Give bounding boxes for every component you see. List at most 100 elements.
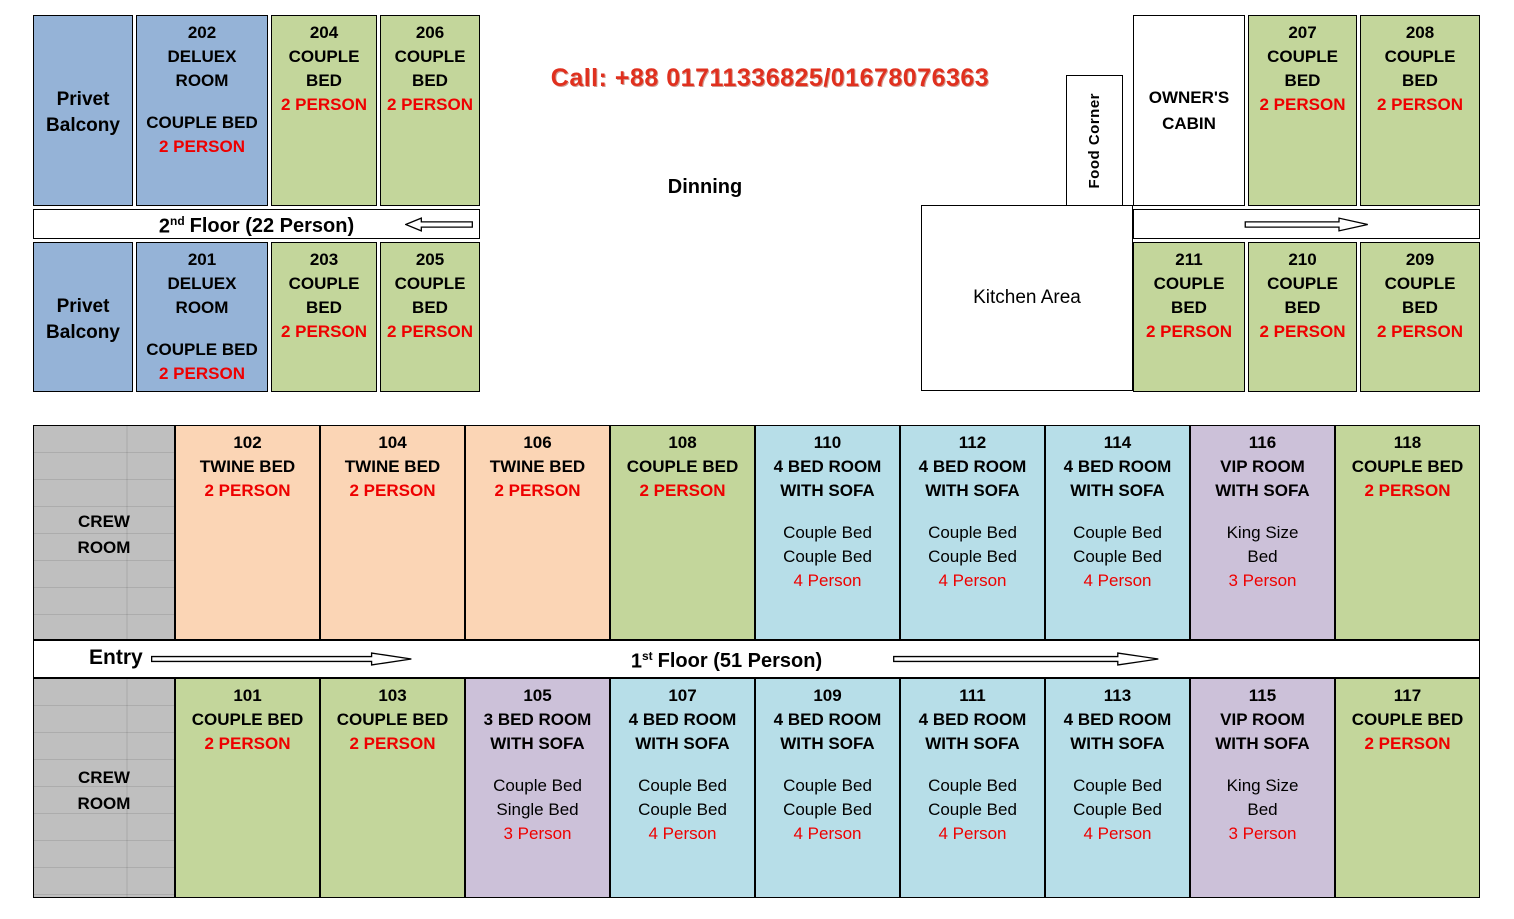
room-capacity: 2 PERSON — [349, 734, 436, 753]
room-capacity: 2 PERSON — [1364, 481, 1451, 500]
entry-label: Entry — [89, 646, 143, 669]
room-line: DELUEX — [167, 47, 237, 66]
room-line: BED — [1171, 298, 1207, 317]
room-line: VIP ROOM — [1220, 457, 1305, 476]
room-spacer — [756, 756, 899, 774]
room-line: WITH SOFA — [925, 734, 1020, 753]
room-number: 111 — [959, 686, 986, 705]
room-capacity: 2 PERSON — [1259, 322, 1346, 341]
room-number: 110 — [813, 433, 842, 452]
room-capacity: 2 PERSON — [387, 322, 473, 341]
room-capacity: 4 Person — [793, 571, 862, 590]
first-floor-arrow-icon — [891, 652, 1161, 666]
room-spacer — [137, 93, 267, 111]
room-line: WITH SOFA — [490, 734, 585, 753]
privet-balcony-bottom-label: Privet Balcony — [46, 295, 120, 343]
room-line: COUPLE — [1267, 274, 1338, 293]
room-line: WITH SOFA — [1215, 734, 1310, 753]
room-capacity: 2 PERSON — [159, 137, 245, 156]
call-label: Call: +88 01711336825/01678076363 — [480, 64, 1060, 93]
second-floor-banner-right — [1133, 209, 1480, 239]
room-number: 115 — [1248, 686, 1277, 705]
room-number: 114 — [1103, 433, 1132, 452]
room-line: WITH SOFA — [1070, 734, 1165, 753]
room-line: King Size — [1226, 523, 1299, 542]
food-corner-label: Food Corner — [1086, 92, 1103, 189]
room-line: Couple Bed — [1073, 800, 1162, 819]
room-line: COUPLE BED — [1351, 710, 1464, 729]
room-capacity: 2 PERSON — [1377, 322, 1463, 341]
owners-cabin-label: OWNER'S CABIN — [1148, 87, 1230, 133]
room-line: WITH SOFA — [1215, 481, 1310, 500]
room-line: ROOM — [175, 298, 229, 317]
room-line: WITH SOFA — [1070, 481, 1165, 500]
room-spacer — [1191, 756, 1334, 774]
room-line: COUPLE — [1384, 274, 1456, 293]
room-line: COUPLE BED — [191, 710, 304, 729]
room-line: Couple Bed — [493, 776, 582, 795]
room-line: 4 BED ROOM — [773, 457, 882, 476]
room-capacity: 2 PERSON — [1259, 95, 1346, 114]
room-number: 101 — [233, 686, 262, 705]
room-line: COUPLE — [1153, 274, 1225, 293]
room-line: BED — [1284, 71, 1321, 90]
room-number: 211 — [1175, 250, 1203, 269]
room-spacer — [1046, 503, 1189, 521]
room-line: 4 BED ROOM — [918, 457, 1027, 476]
room-line: Couple Bed — [1073, 776, 1162, 795]
room-line: 3 BED ROOM — [483, 710, 592, 729]
room-line: Couple Bed — [638, 800, 727, 819]
room-number: 105 — [523, 686, 552, 705]
room-line: COUPLE BED — [1351, 457, 1464, 476]
room-line: BED — [1402, 298, 1438, 317]
dinning-text: Dinning — [667, 176, 743, 198]
crew-room-bottom: CREW ROOM — [33, 678, 175, 898]
room-line: Bed — [1247, 547, 1278, 566]
room-capacity: 2 PERSON — [159, 364, 245, 383]
room-line: COUPLE BED — [336, 710, 449, 729]
room-number: 106 — [523, 433, 552, 452]
room-capacity: 2 PERSON — [204, 734, 291, 753]
room-line: ROOM — [175, 71, 229, 90]
room-number: 206 — [415, 23, 445, 42]
room-spacer — [756, 503, 899, 521]
room-line: WITH SOFA — [780, 734, 875, 753]
room-line: COUPLE — [394, 274, 466, 293]
room-line: Couple Bed — [1073, 523, 1162, 542]
owners-cabin: OWNER'S CABIN — [1133, 15, 1245, 206]
crew-room-top: CREW ROOM — [33, 425, 175, 640]
room-number: 102 — [233, 433, 262, 452]
room-number: 112 — [958, 433, 987, 452]
room-capacity: 2 PERSON — [204, 481, 291, 500]
room-line: COUPLE — [288, 47, 360, 66]
room-number: 201 — [187, 250, 217, 269]
room-capacity: 4 Person — [1083, 824, 1152, 843]
kitchen-area-label: Kitchen Area — [973, 287, 1081, 308]
room-capacity: 2 PERSON — [1377, 95, 1463, 114]
room-line: DELUEX — [167, 274, 237, 293]
room-line: BED — [306, 71, 342, 90]
room-number: 104 — [378, 433, 407, 452]
room-number: 117 — [1393, 686, 1422, 705]
room-spacer — [901, 503, 1044, 521]
room-line: WITH SOFA — [925, 481, 1020, 500]
room-line: VIP ROOM — [1220, 710, 1305, 729]
room-line: BED — [1402, 71, 1438, 90]
room-line: TWINE BED — [199, 457, 296, 476]
room-line: 4 BED ROOM — [1063, 710, 1172, 729]
